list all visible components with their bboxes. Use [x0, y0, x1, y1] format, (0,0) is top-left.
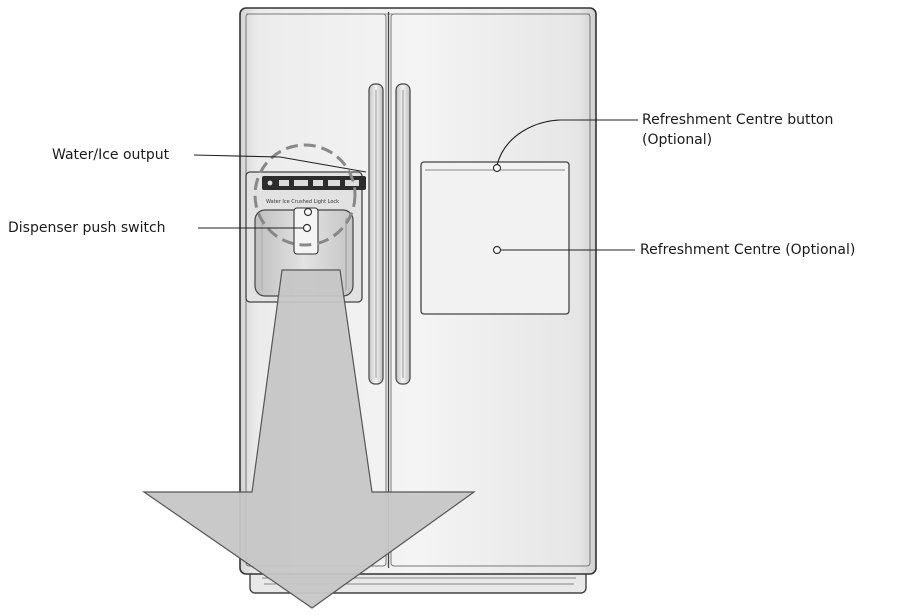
freezer-handle — [368, 83, 384, 385]
water-ice-output-label: Water/Ice output — [52, 147, 170, 163]
water-ice-output-point — [303, 207, 313, 217]
dispenser-display-text: Water Ice Crushed Light Lock — [266, 199, 339, 205]
down-arrow-icon — [142, 269, 476, 609]
refreshment-button-leader — [496, 119, 638, 166]
refreshment-centre-button-label: Refreshment Centre button — [642, 112, 834, 128]
dispenser-highlight-circle — [253, 143, 357, 247]
refreshment-centre-button-point — [492, 163, 502, 173]
dispenser-push-switch-label: Dispenser push switch — [8, 220, 166, 236]
water-ice-output-leader — [193, 154, 367, 173]
fridge-door — [390, 13, 591, 567]
fridge-handle — [395, 83, 411, 385]
refreshment-centre — [420, 161, 570, 315]
refreshment-centre-button-optional-label: (Optional) — [642, 132, 713, 148]
dispenser-switch-point — [302, 223, 312, 233]
refreshment-centre-label: Refreshment Centre (Optional) — [640, 242, 856, 258]
callout-lines — [193, 119, 638, 251]
refreshment-centre-point — [492, 245, 502, 255]
